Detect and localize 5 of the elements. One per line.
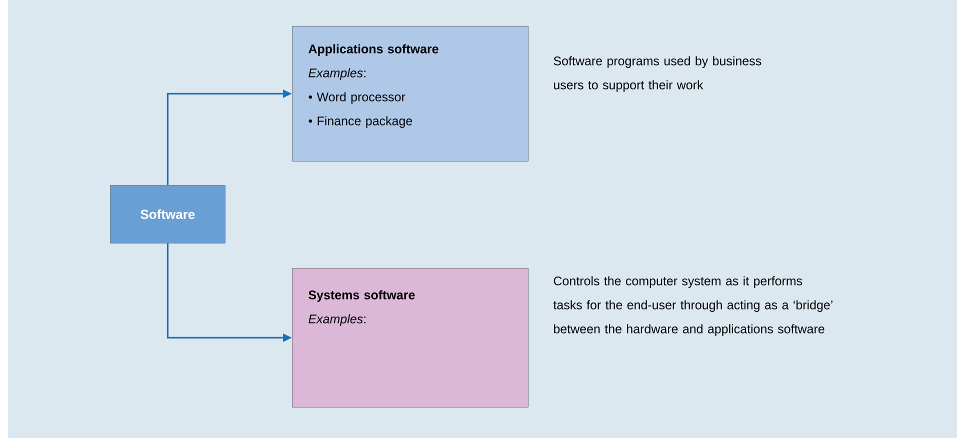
category-box: Applications software Examples: • Word processor • Finance package (292, 26, 528, 162)
description-text: Controls the computer system as it performs tasks for the end-user through acting as a ‘bridge’ between the hardware and applications software (553, 276, 832, 336)
process-box: Software (110, 185, 226, 244)
description-text: Software programs used by business users to support their work (554, 56, 762, 92)
category-box: Systems software Examples: (292, 268, 528, 408)
